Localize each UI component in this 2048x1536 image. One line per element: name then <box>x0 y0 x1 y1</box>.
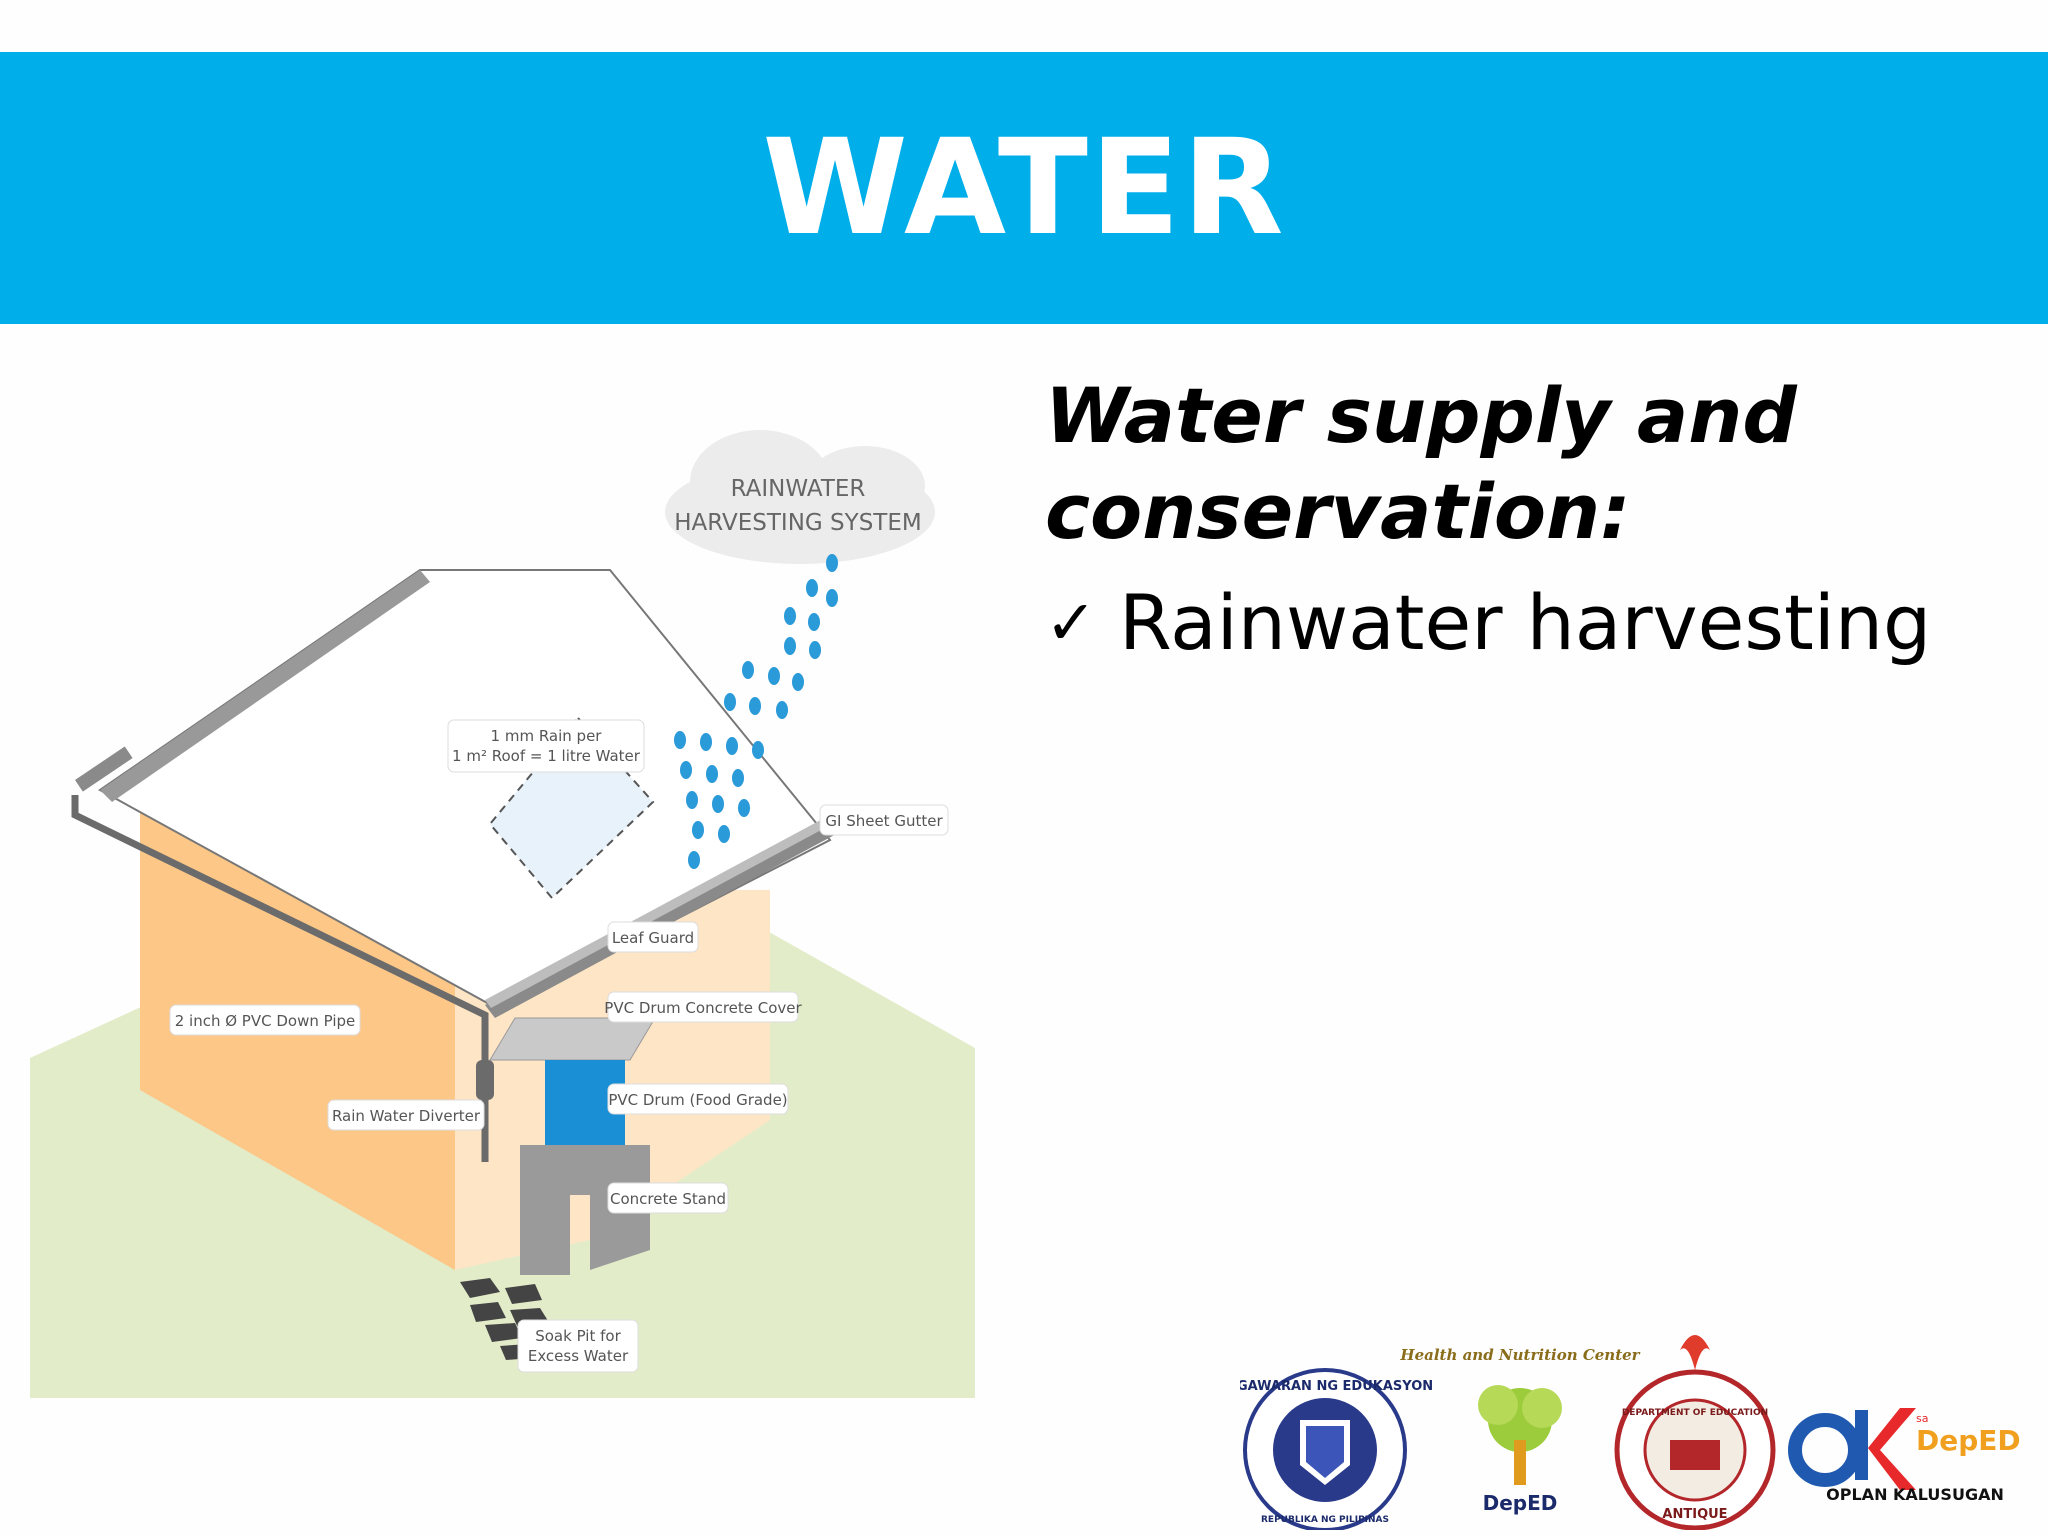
svg-text:Leaf Guard: Leaf Guard <box>612 929 694 947</box>
cloud-title-line1: RAINWATER <box>731 476 866 502</box>
antique-seal-logo: DEPARTMENT OF EDUCATION ANTIQUE <box>1614 1335 1776 1531</box>
section-heading: Water supply and conservation: <box>1045 368 1945 560</box>
svg-text:DEPARTMENT OF EDUCATION: DEPARTMENT OF EDUCATION <box>1622 1408 1768 1418</box>
rain-water-diverter <box>476 1060 494 1100</box>
callout-stand: Concrete Stand <box>607 1182 729 1214</box>
bullet-item: ✓ Rainwater harvesting <box>1045 578 1931 667</box>
callout-drum: PVC Drum (Food Grade) <box>607 1083 789 1115</box>
svg-text:ANTIQUE: ANTIQUE <box>1662 1507 1727 1522</box>
rain-drops <box>674 554 838 869</box>
svg-text:Concrete Stand: Concrete Stand <box>610 1190 726 1208</box>
svg-text:DepED: DepED <box>1483 1491 1558 1515</box>
svg-text:Health and Nutrition Center: Health and Nutrition Center <box>1399 1346 1640 1364</box>
callout-diverter: Rain Water Diverter <box>327 1099 485 1131</box>
ok-sa-deped-logo: sa DepED OPLAN KALUSUGAN <box>1788 1408 2021 1504</box>
callout-rain-note: 1 mm Rain per 1 m² Roof = 1 litre Water <box>447 719 645 773</box>
svg-text:Excess Water: Excess Water <box>528 1347 629 1365</box>
cloud-title-line2: HARVESTING SYSTEM <box>674 510 921 536</box>
deped-seal-logo: KAGAWARAN NG EDUKASYON REPUBLIKA NG PILI… <box>1217 1368 1433 1532</box>
heading-line-1: Water supply and <box>1045 371 1797 460</box>
svg-text:Rain Water Diverter: Rain Water Diverter <box>332 1107 481 1125</box>
logo-strip: KAGAWARAN NG EDUKASYON REPUBLIKA NG PILI… <box>1217 1300 2021 1532</box>
svg-text:KAGAWARAN NG EDUKASYON: KAGAWARAN NG EDUKASYON <box>1240 1379 1433 1394</box>
callout-gutter: GI Sheet Gutter <box>819 804 949 836</box>
rainwater-harvesting-illustration: RAINWATER HARVESTING SYSTEM 1 mm Rain pe… <box>30 420 975 1398</box>
svg-text:2 inch Ø PVC Down Pipe: 2 inch Ø PVC Down Pipe <box>175 1012 356 1030</box>
svg-text:sa: sa <box>1916 1412 1928 1425</box>
checkmark-icon: ✓ <box>1045 586 1097 659</box>
svg-text:OPLAN KALUSUGAN: OPLAN KALUSUGAN <box>1826 1485 2004 1504</box>
health-nutrition-center-logo: Health and Nutrition Center DepED <box>1399 1346 1640 1515</box>
svg-text:GI Sheet Gutter: GI Sheet Gutter <box>825 812 943 830</box>
svg-text:1 mm Rain per: 1 mm Rain per <box>491 727 603 745</box>
svg-text:PVC Drum (Food Grade): PVC Drum (Food Grade) <box>608 1091 787 1109</box>
concrete-stand <box>520 1145 650 1275</box>
svg-text:DepED: DepED <box>1916 1424 2020 1457</box>
title-banner: WATER <box>0 52 2048 324</box>
callout-down-pipe: 2 inch Ø PVC Down Pipe <box>169 1004 361 1036</box>
cloud <box>665 430 935 564</box>
callout-soak-pit: Soak Pit for Excess Water <box>517 1319 639 1373</box>
svg-text:PVC Drum Concrete Cover: PVC Drum Concrete Cover <box>604 999 802 1017</box>
svg-text:REPUBLIKA NG PILIPINAS: REPUBLIKA NG PILIPINAS <box>1261 1515 1389 1525</box>
callout-drum-cover: PVC Drum Concrete Cover <box>604 991 803 1023</box>
svg-text:1 m² Roof = 1 litre Water: 1 m² Roof = 1 litre Water <box>452 747 641 765</box>
gutter-side <box>485 820 840 1018</box>
drum-cover <box>489 1017 656 1061</box>
bullet-text: Rainwater harvesting <box>1118 578 1932 667</box>
callout-leaf-guard: Leaf Guard <box>607 921 699 953</box>
svg-text:Soak Pit for: Soak Pit for <box>535 1327 621 1345</box>
slide-title: WATER <box>762 111 1286 265</box>
gutter-front <box>74 746 133 792</box>
heading-line-2: conservation: <box>1045 467 1631 556</box>
